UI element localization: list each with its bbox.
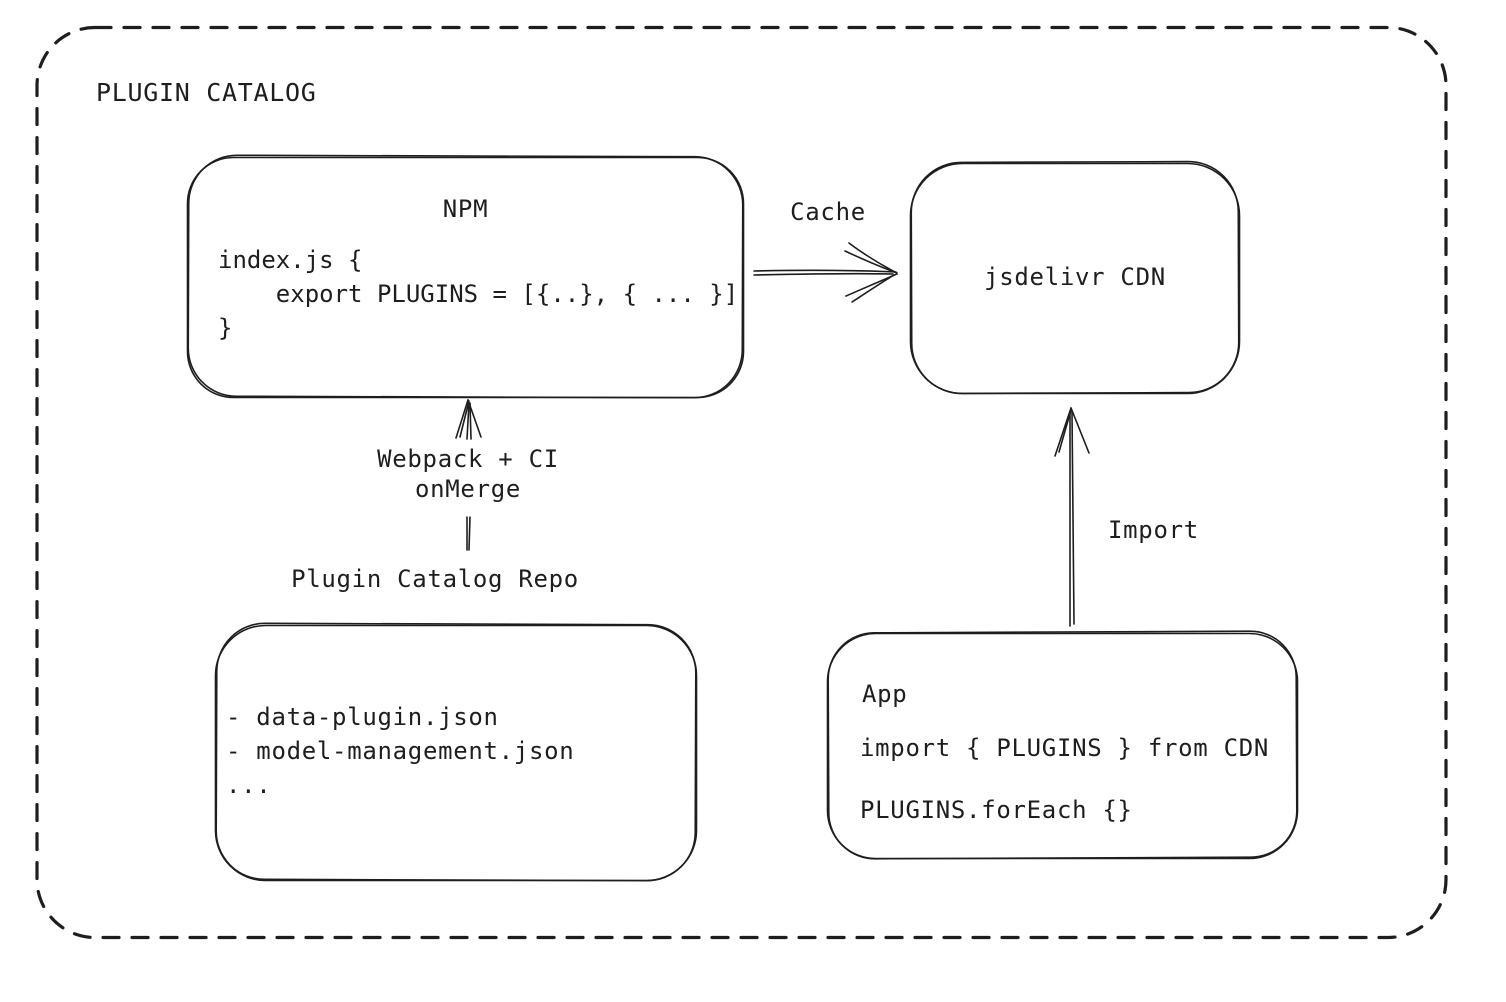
npm-node	[188, 155, 744, 398]
app-code-line: import { PLUGINS } from CDN	[860, 734, 1270, 762]
npm-code-line: export PLUGINS = [{..}, { ... }]	[218, 280, 739, 308]
build-arrow	[456, 400, 481, 550]
plugin-catalog-frame	[37, 28, 1446, 938]
import-arrow	[1055, 408, 1089, 626]
import-arrow-label: Import	[1108, 516, 1199, 544]
repo-node-title: Plugin Catalog Repo	[291, 565, 579, 593]
repo-file-item: ...	[226, 771, 272, 799]
app-node-title: App	[862, 680, 908, 708]
cdn-node-title: jsdelivr CDN	[984, 263, 1166, 291]
cdn-node	[911, 161, 1240, 393]
npm-code-line: }	[218, 314, 233, 342]
build-arrow-label-line1: Webpack + CI	[377, 445, 559, 473]
cache-arrow	[754, 243, 897, 302]
diagram-title: PLUGIN CATALOG	[96, 78, 317, 107]
npm-code-line: index.js {	[218, 246, 363, 274]
cache-arrow-label: Cache	[790, 198, 866, 226]
app-node	[828, 631, 1298, 859]
repo-node	[216, 623, 697, 881]
repo-file-item: - data-plugin.json	[226, 703, 499, 731]
app-code-line: PLUGINS.forEach {}	[860, 796, 1133, 824]
repo-file-item: - model-management.json	[226, 737, 575, 765]
build-arrow-label-line2: onMerge	[414, 475, 522, 503]
npm-node-title: NPM	[442, 195, 489, 223]
